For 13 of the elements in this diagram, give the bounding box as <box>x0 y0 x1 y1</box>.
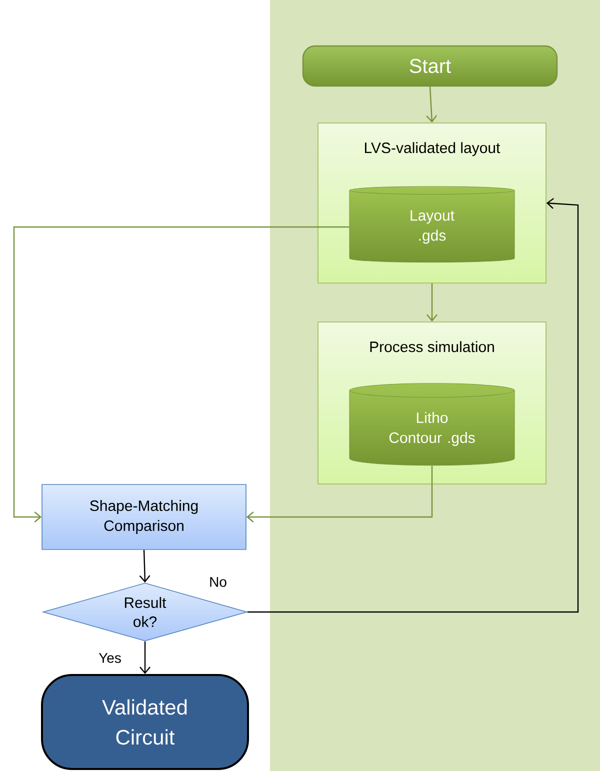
database-cylinder: Litho Contour .gds <box>349 383 515 466</box>
arrow <box>426 283 438 322</box>
arrow <box>247 198 579 613</box>
database-cylinder: Layout .gds <box>349 186 515 263</box>
arrow <box>139 550 150 583</box>
arrow <box>13 226 350 522</box>
end-terminal: Validated Circuit <box>41 674 249 770</box>
arrow <box>246 466 433 522</box>
start-terminal: Start <box>302 45 558 87</box>
arrow <box>426 86 438 123</box>
edge-label: Yes <box>98 653 121 663</box>
process-box: Shape-Matching Comparison <box>42 484 246 550</box>
arrow <box>140 641 150 674</box>
